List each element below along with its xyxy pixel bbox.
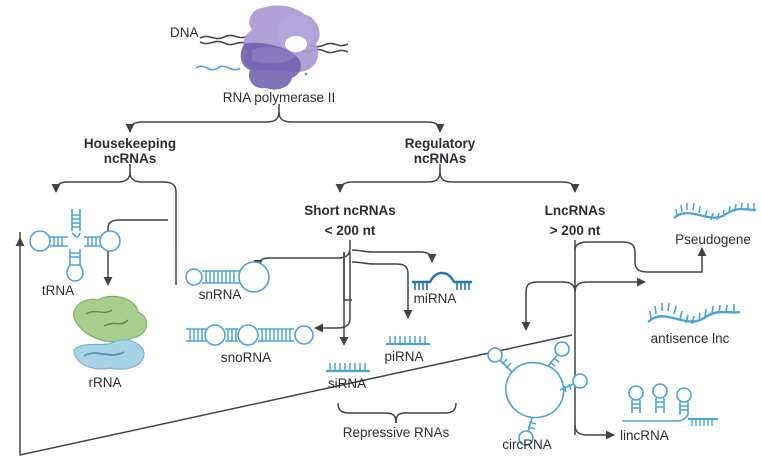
label-trna: tRNA — [41, 283, 75, 298]
circrna-icon — [487, 341, 588, 446]
label-snorna: snoRNA — [220, 350, 272, 365]
label-housekeeping-line1: Housekeeping — [83, 136, 177, 151]
label-mirna: miRNA — [413, 291, 457, 306]
label-rna-polymerase: RNA polymerase II — [222, 90, 336, 105]
label-pseudogene: Pseudogene — [675, 232, 751, 247]
label-short-ncrnas-line2: < 200 nt — [324, 223, 376, 238]
label-housekeeping-line2: ncRNAs — [103, 151, 157, 166]
label-rrna: rRNA — [88, 375, 122, 390]
label-regulatory-line1: Regulatory — [404, 136, 476, 151]
rrna-icon — [73, 295, 148, 370]
label-dna: DNA — [170, 25, 199, 40]
snrna-icon — [185, 261, 270, 293]
label-lincrna: lincRNA — [620, 428, 669, 443]
label-snrna: snRNA — [198, 287, 242, 302]
pseudogene-icon — [673, 202, 757, 221]
label-lncrnas-line2: > 200 nt — [549, 223, 601, 238]
label-repressive-rnas: Repressive RNAs — [342, 425, 450, 440]
label-pirna: piRNA — [384, 349, 424, 364]
label-antisense-lnc: antisence lnc — [650, 331, 730, 346]
trna-icon — [29, 209, 121, 282]
pirna-icon — [386, 336, 430, 346]
lincrna-icon — [622, 383, 718, 426]
label-circrna: circRNA — [502, 437, 552, 452]
snorna-icon — [186, 324, 314, 346]
antisense-lnc-icon — [647, 302, 741, 325]
label-short-ncrnas-line1: Short ncRNAs — [304, 203, 396, 218]
label-regulatory-line2: ncRNAs — [413, 151, 467, 166]
sirna-icon — [326, 363, 370, 373]
label-lncrnas-line1: LncRNAs — [544, 203, 606, 218]
label-sirna: siRNA — [327, 376, 367, 391]
mirna-icon — [412, 271, 472, 290]
